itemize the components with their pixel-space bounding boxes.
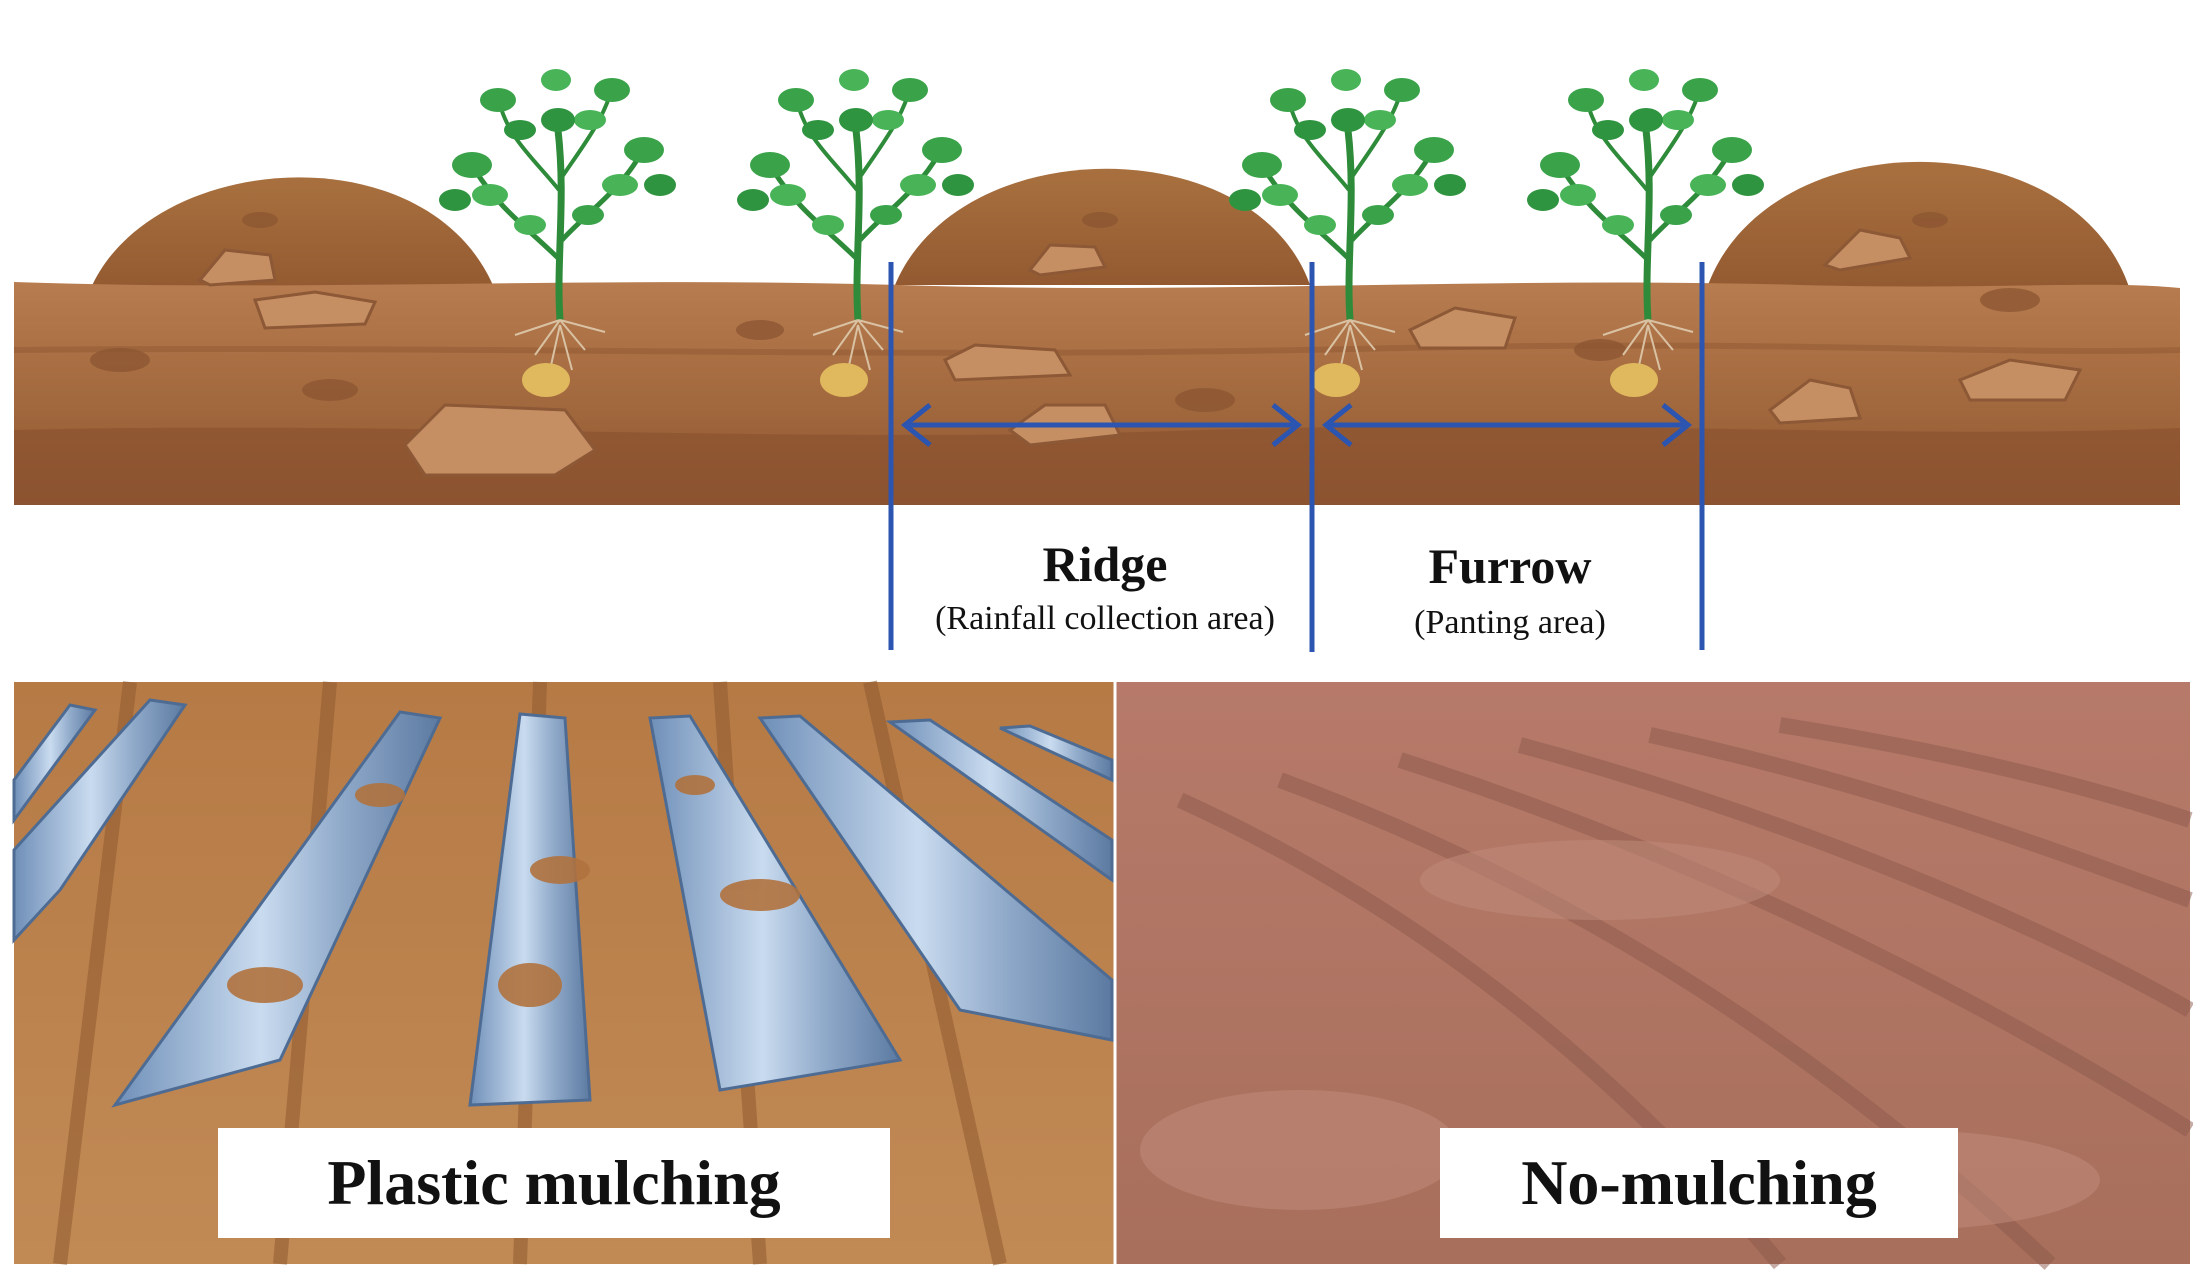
ridge-title: Ridge [1042, 536, 1168, 592]
furrow-title: Furrow [1428, 538, 1592, 594]
furrow-subtitle: (Panting area) [1414, 604, 1606, 641]
ridge-width-arrow [900, 403, 1303, 447]
plastic-mulching-label: Plastic mulching [218, 1128, 890, 1238]
dimension-markers [888, 262, 1705, 652]
furrow-width-arrow [1321, 403, 1693, 447]
no-mulching-label: No-mulching [1440, 1128, 1958, 1238]
ridge-mound-left [90, 177, 495, 290]
ridge-subtitle: (Rainfall collection area) [935, 600, 1275, 637]
soil-cross-section [13, 161, 2181, 505]
